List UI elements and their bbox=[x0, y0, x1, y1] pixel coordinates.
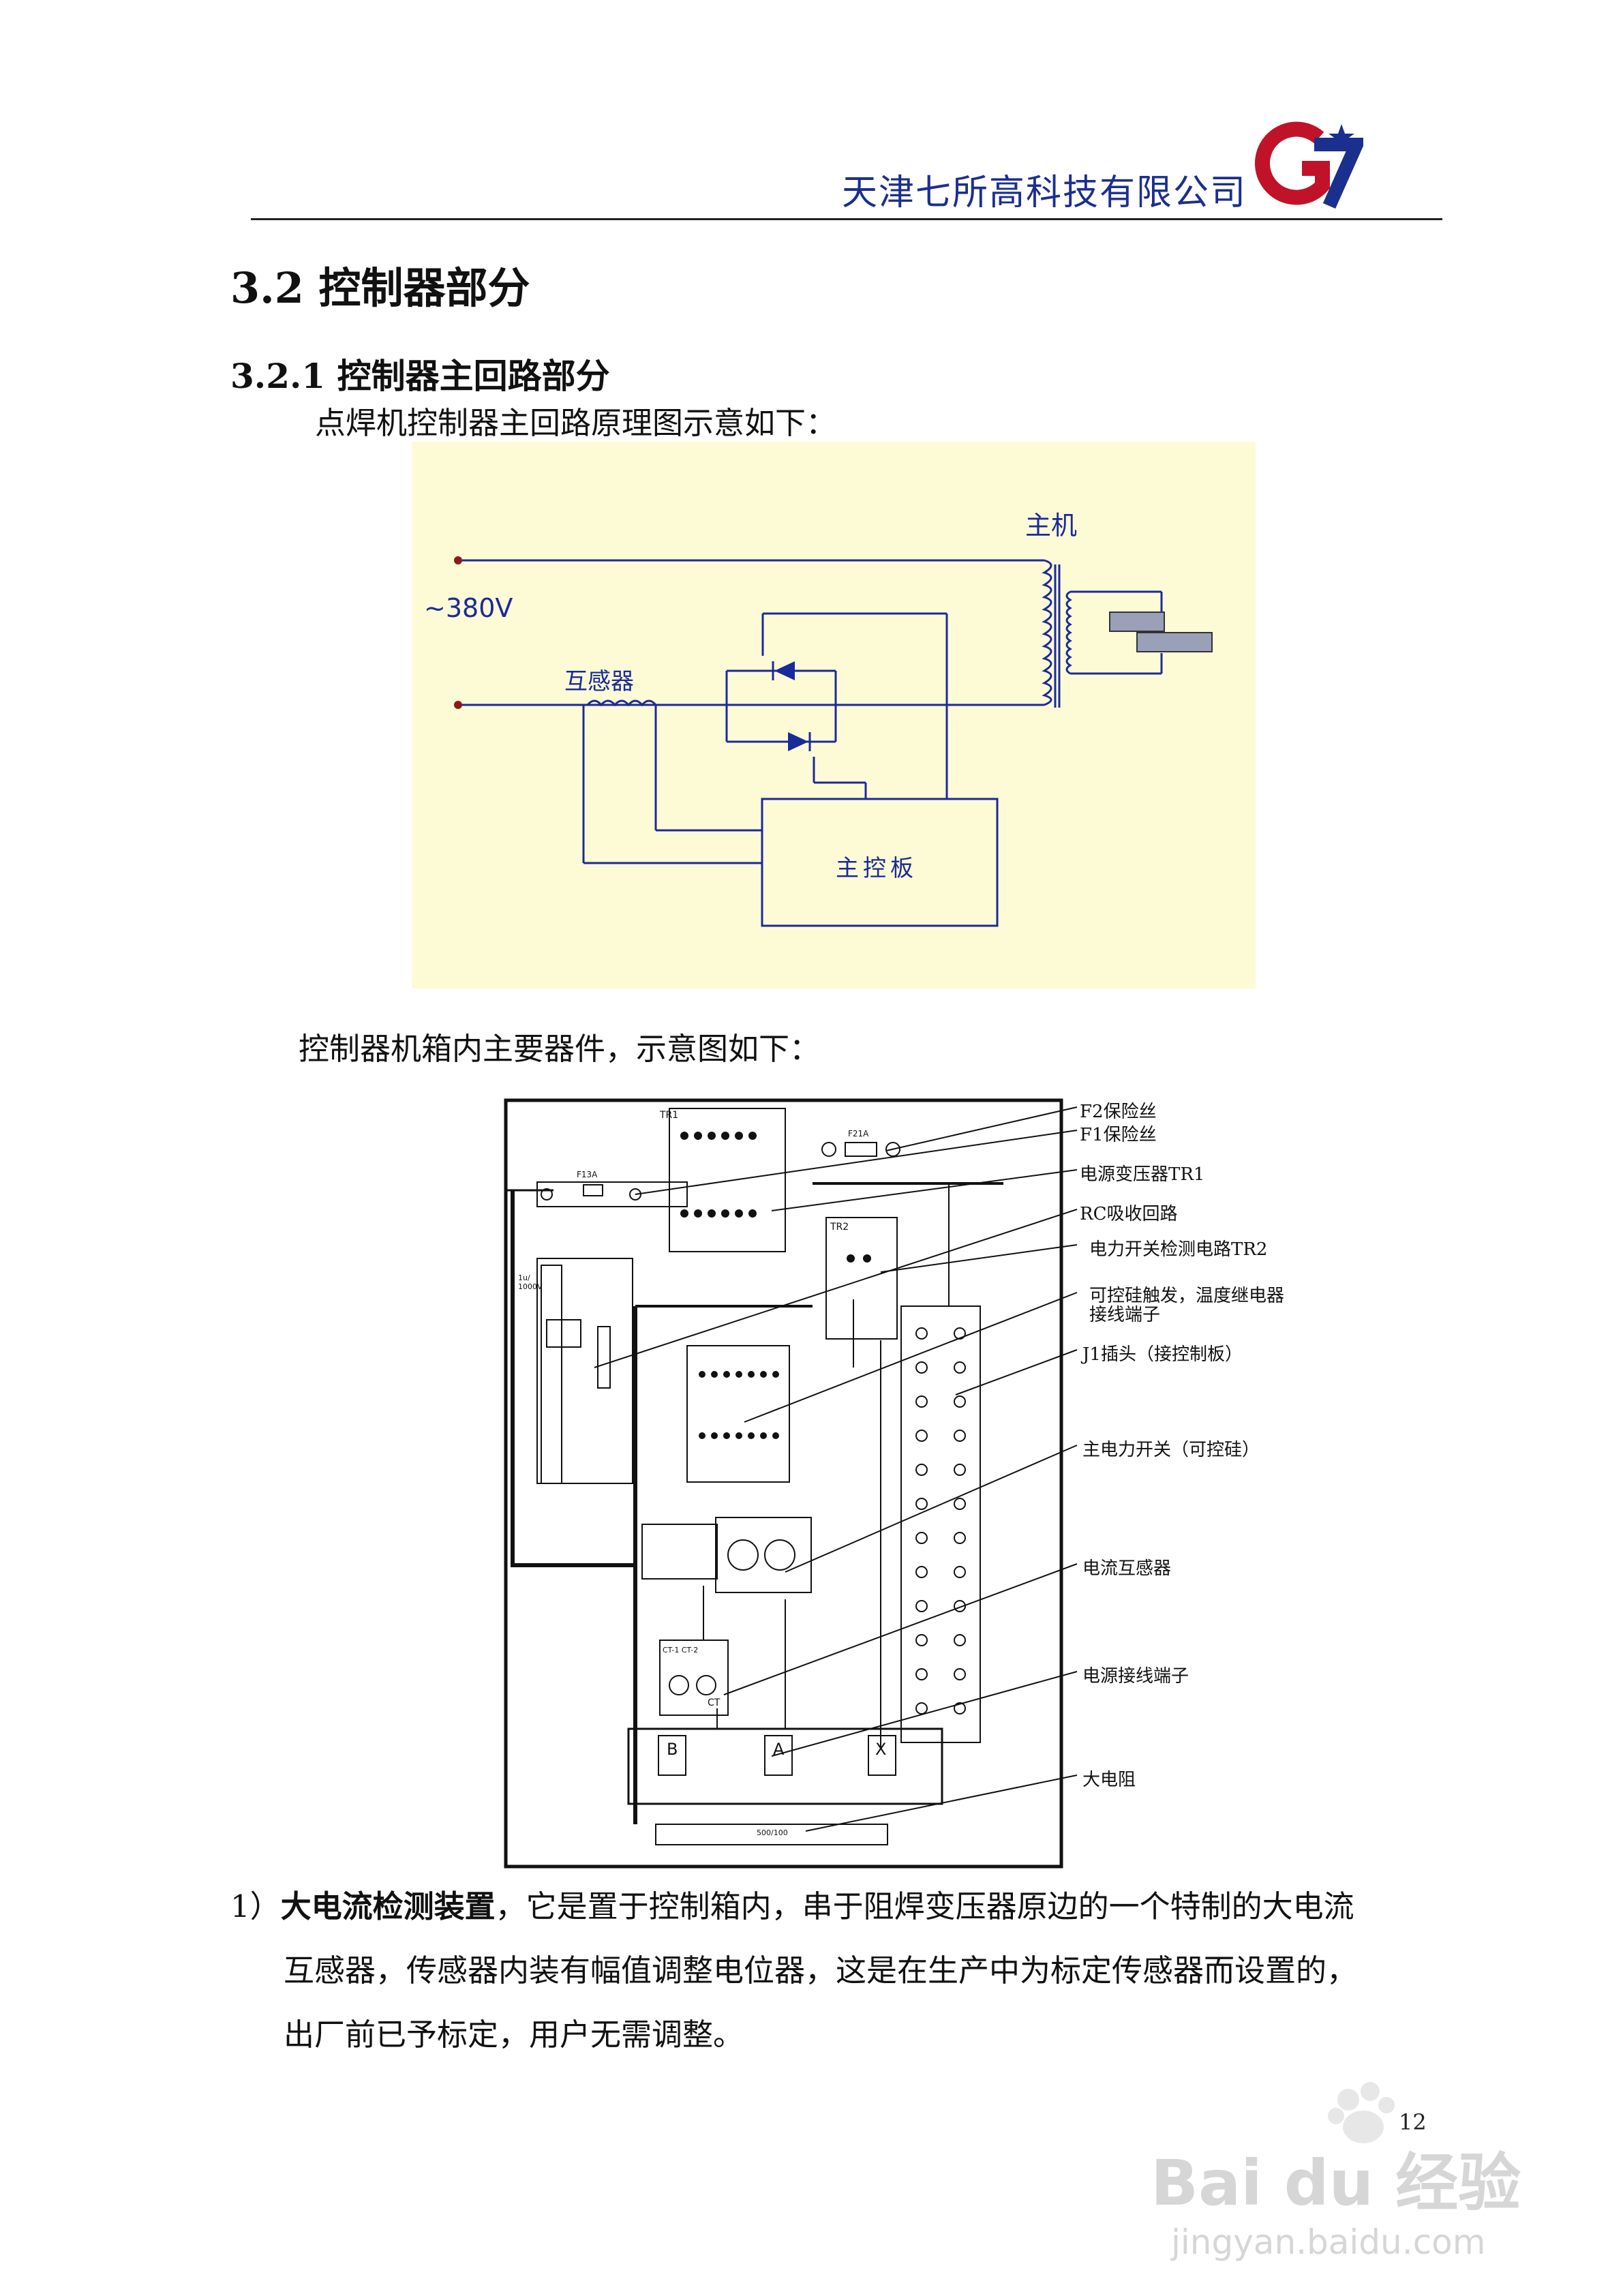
intro-text: 点焊机控制器主回路原理图示意如下： bbox=[315, 405, 837, 441]
f21a-label: F21A bbox=[848, 1129, 869, 1138]
ct-label: CT bbox=[708, 1697, 721, 1708]
terminal-x-label: X bbox=[875, 1740, 887, 1759]
callout-scr-trigger: 可控硅触发，温度继电器 bbox=[1089, 1286, 1285, 1306]
callout-terminals: 接线端子 bbox=[1089, 1305, 1161, 1325]
watermark-brand: Bai du 经验 bbox=[1151, 2147, 1521, 2220]
company-name: 天津七所高科技有限公司 bbox=[842, 172, 1247, 213]
description-paragraph: 1）大电流检测装置，它是置于控制箱内，串于阻焊变压器原边的一个特制的大电流 互感… bbox=[230, 1875, 1444, 2067]
transformer-label: 互感器 bbox=[564, 668, 634, 695]
terminal-a-label: A bbox=[773, 1740, 785, 1759]
callout-tr1: 电源变压器TR1 bbox=[1080, 1164, 1205, 1185]
terminal-b-label: B bbox=[667, 1740, 678, 1759]
callout-ct: 电流互感器 bbox=[1082, 1558, 1172, 1579]
paragraph-line-3: 出厂前已予标定，用户无需调整。 bbox=[284, 2016, 744, 2053]
main-circuit-diagram: ~380V 主机 互感器 主控板 bbox=[412, 442, 1256, 988]
paragraph-line-2: 互感器，传感器内装有幅值调整电位器，这是在生产中为标定传感器而设置的， bbox=[284, 1952, 1358, 1989]
subsection-title: 3.2.1 控制器主回路部分 bbox=[230, 356, 610, 396]
ct12-label: CT-1 CT-2 bbox=[663, 1646, 699, 1655]
company-logo bbox=[1254, 121, 1363, 209]
section-title: 3.2 控制器部分 bbox=[230, 263, 530, 313]
tr1-label: TR1 bbox=[660, 1110, 679, 1121]
item-term: 大电流检测装置 bbox=[280, 1888, 496, 1924]
baidu-watermark: Bai du 经验 jingyan.baidu.com bbox=[1151, 2072, 1532, 2277]
intro2-text: 控制器机箱内主要器件，示意图如下： bbox=[299, 1031, 821, 1067]
callout-f1: F1保险丝 bbox=[1080, 1125, 1157, 1145]
item-number: 1） bbox=[230, 1888, 281, 1924]
watermark-url: jingyan.baidu.com bbox=[1171, 2222, 1486, 2262]
callout-tr2: 电力开关检测电路TR2 bbox=[1089, 1239, 1268, 1260]
callout-resistor: 大电阻 bbox=[1082, 1770, 1136, 1790]
main-board-label: 主控板 bbox=[836, 855, 917, 882]
page-number: 12 bbox=[1399, 2109, 1427, 2135]
voltage-label: ~380V bbox=[424, 593, 513, 623]
callout-rc: RC吸收回路 bbox=[1080, 1204, 1178, 1224]
resistor-label: 500/100 bbox=[757, 1828, 788, 1837]
header-rule bbox=[251, 218, 1442, 220]
callout-power-terminals: 电源接线端子 bbox=[1082, 1666, 1189, 1687]
cabinet-diagram: TR1 TR2 F13A F21A B A X CT CT-1 CT-2 1u/… bbox=[499, 1095, 1487, 1875]
callout-f2: F2保险丝 bbox=[1080, 1102, 1157, 1122]
callout-j1: J1插头（接控制板） bbox=[1082, 1344, 1243, 1365]
paragraph-line-1: 1）大电流检测装置，它是置于控制箱内，串于阻焊变压器原边的一个特制的大电流 bbox=[230, 1875, 1444, 1939]
tr2-label: TR2 bbox=[830, 1222, 849, 1233]
item-text-1: ，它是置于控制箱内，串于阻焊变压器原边的一个特制的大电流 bbox=[495, 1888, 1354, 1924]
capacitor-label: 1u/ 1000V bbox=[518, 1273, 543, 1291]
callout-main-switch: 主电力开关（可控硅） bbox=[1082, 1440, 1260, 1460]
f13a-label: F13A bbox=[577, 1170, 598, 1179]
host-label: 主机 bbox=[1025, 511, 1078, 541]
